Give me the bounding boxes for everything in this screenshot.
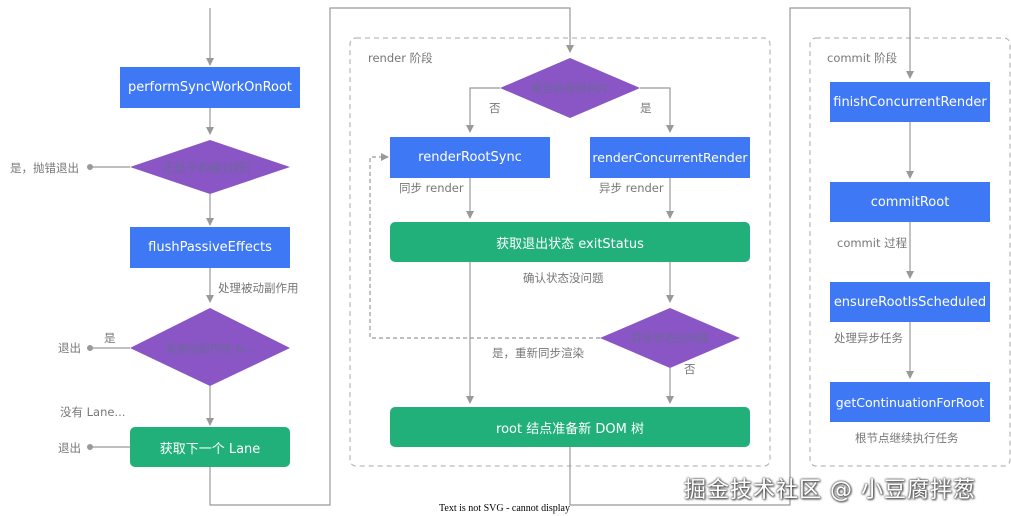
render-concurrent-node: renderConcurrentRender — [590, 137, 750, 178]
building-yes-label: 是，抛错退出 — [10, 161, 79, 175]
time-slice-decision-diamond — [500, 58, 640, 118]
async-render-label: 异步 render — [599, 181, 664, 195]
perform-sync-work-node: performSyncWorkOnRoot — [120, 67, 300, 108]
building-exit-dot — [87, 164, 93, 170]
lane-exit-dot — [87, 444, 93, 450]
passive-decision-label: 有被动副作用 &... — [165, 342, 255, 355]
yes-branch-label: 是 — [640, 101, 652, 115]
passive-effects-decision-diamond — [130, 308, 290, 386]
passive-yes-label: 是 — [104, 331, 116, 345]
retry-sync-label: 是，重新同步渲染 — [492, 346, 584, 360]
root-ready-node: root 结点准备新 DOM 树 — [390, 407, 750, 447]
site-watermark: 掘金技术社区 @ 小豆腐拌葱 — [684, 478, 976, 503]
next-lane-node: 获取下一个 Lane — [130, 427, 290, 467]
commit-process-label: commit 过程 — [837, 236, 908, 250]
passive-exit-label: 退出 — [58, 341, 81, 355]
building-decision-label: 正处于构建过程？ — [161, 161, 258, 175]
building-decision-diamond — [130, 140, 290, 194]
problem-no-label: 否 — [684, 362, 696, 376]
render-root-sync-node: renderRootSync — [390, 137, 550, 178]
render-phase-container — [349, 37, 771, 467]
render-phase-label: render 阶段 — [368, 51, 433, 65]
continuation-for-root-node: getContinuationForRoot — [830, 382, 990, 422]
lane-to-render-arrow — [209, 7, 574, 506]
exit-status-node: 获取退出状态 exitStatus — [390, 222, 750, 262]
time-slice-decision-label: 能否启用时间片 — [531, 82, 609, 95]
flush-passive-effects-node: flushPassiveEffects — [130, 227, 290, 268]
async-problem-decision-diamond — [600, 308, 740, 368]
no-lane-label: 没有 Lane... — [60, 405, 126, 419]
commit-root-node: commitRoot — [830, 182, 990, 222]
lane-exit-label: 退出 — [58, 441, 81, 455]
retry-sync-dashed-arrow — [369, 153, 600, 339]
async-problem-decision-label: 异步状态出问题 — [631, 332, 709, 345]
continue-task-label: 根节点继续执行任务 — [855, 431, 959, 445]
yes-branch-arrow — [640, 87, 674, 133]
svg-fallback-notice: Text is not SVG - cannot display — [439, 503, 570, 514]
finish-concurrent-render-node: finishConcurrentRender — [830, 82, 990, 122]
no-branch-label: 否 — [489, 101, 501, 115]
confirm-status-label: 确认状态没问题 — [523, 271, 604, 285]
commit-phase-label: commit 阶段 — [827, 51, 898, 65]
sync-render-label: 同步 render — [399, 181, 464, 195]
passive-exit-dot — [87, 345, 93, 351]
flush-note-label: 处理被动副作用 — [218, 281, 299, 295]
async-task-label: 处理异步任务 — [834, 331, 903, 345]
root-to-commit-arrow — [569, 7, 914, 506]
no-branch-arrow — [466, 87, 500, 133]
ensure-root-scheduled-node: ensureRootIsScheduled — [830, 282, 990, 322]
